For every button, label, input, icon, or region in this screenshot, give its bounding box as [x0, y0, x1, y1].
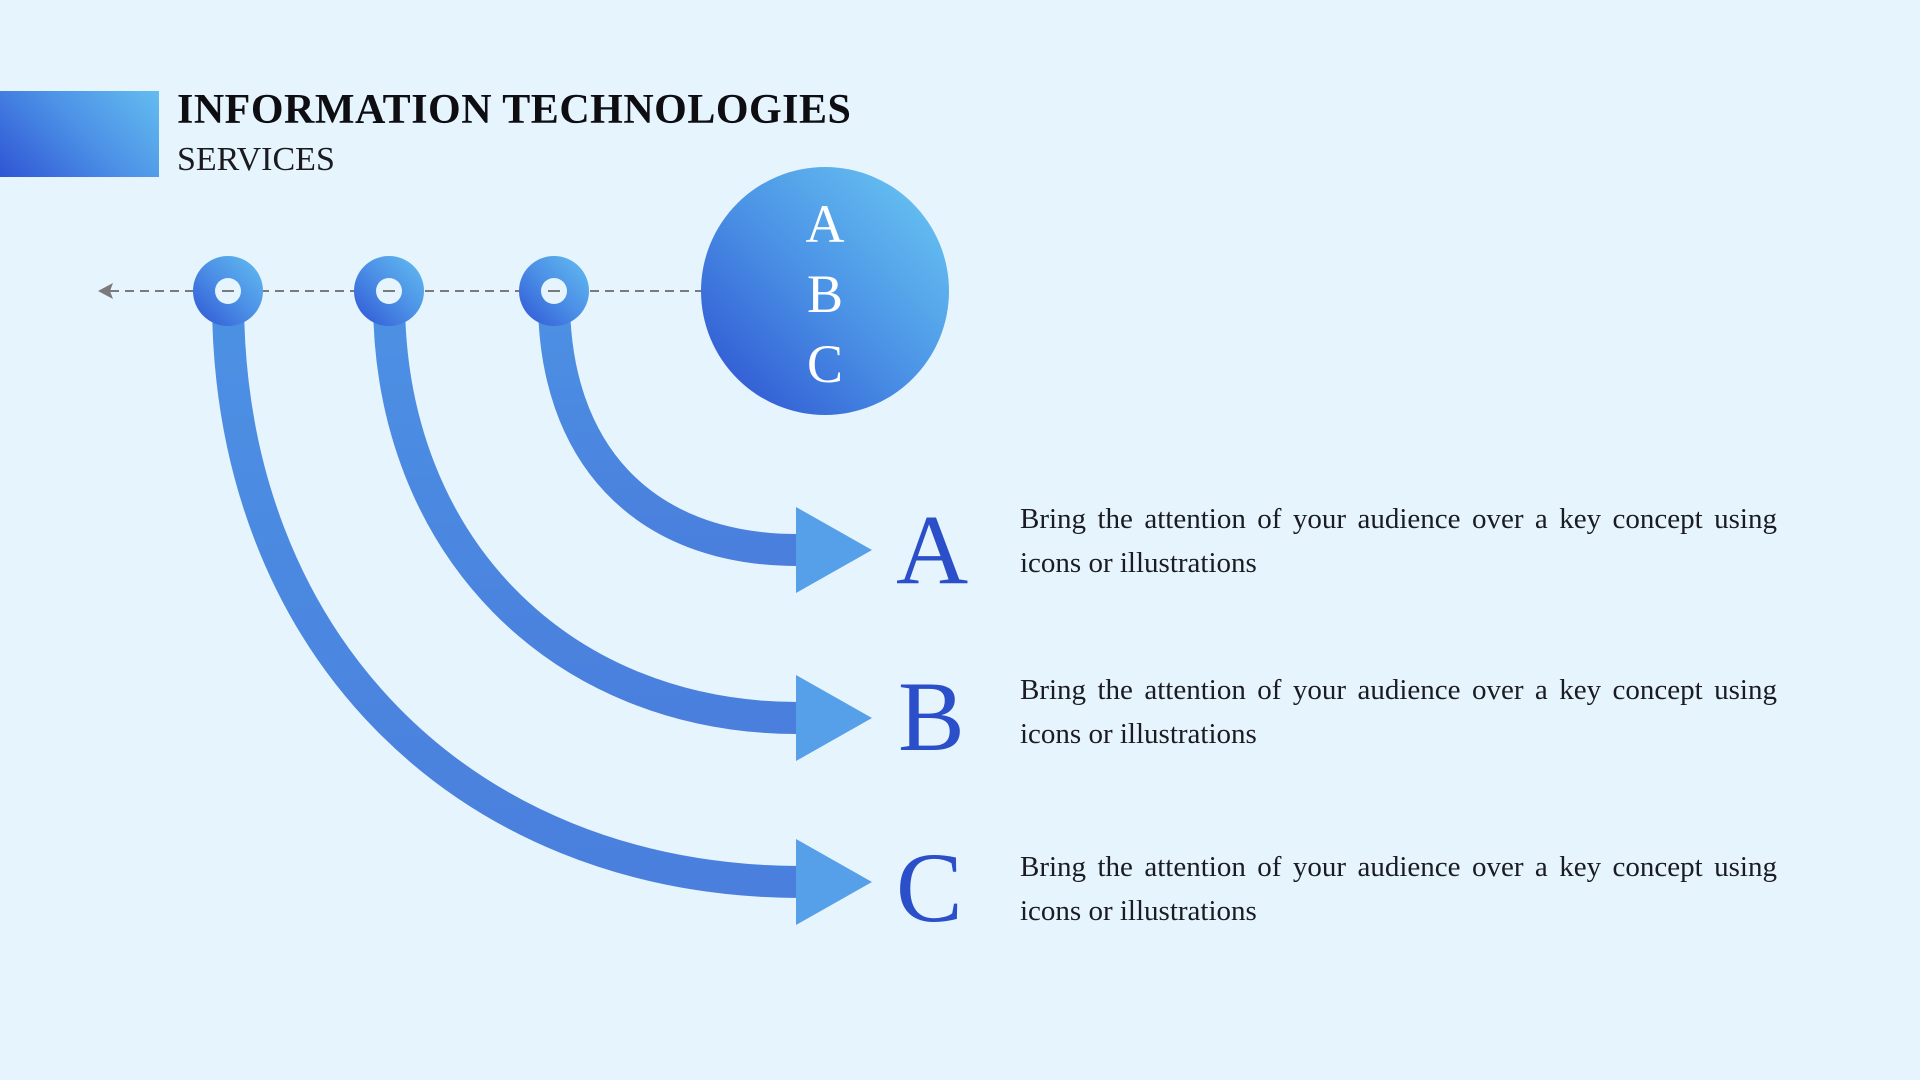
- hub-letter-a: A: [806, 194, 845, 254]
- item-letter-c: C: [896, 832, 963, 943]
- title-accent-bar: [0, 91, 159, 177]
- arrowhead-c-icon: [796, 839, 872, 925]
- item-letter-a: A: [896, 494, 969, 605]
- timeline-node-a: [519, 256, 589, 326]
- curved-arrow-b: [373, 299, 799, 734]
- hub-letter-b: B: [807, 264, 843, 324]
- curved-arrow-a: [538, 299, 799, 566]
- item-text-b: Bring the attention of your audience ove…: [1020, 674, 1777, 750]
- slide-subtitle: SERVICES: [177, 141, 335, 178]
- hub-circle: A B C: [701, 167, 949, 415]
- timeline-arrowhead-icon: [98, 283, 113, 299]
- arrowhead-b-icon: [796, 675, 872, 761]
- item-text-a: Bring the attention of your audience ove…: [1020, 503, 1777, 579]
- item-letter-b: B: [898, 661, 965, 772]
- timeline-node-c: [193, 256, 263, 326]
- curved-arrow-c: [212, 299, 799, 898]
- hub-letter-c: C: [807, 334, 843, 394]
- item-text-c: Bring the attention of your audience ove…: [1020, 851, 1777, 927]
- arrowhead-a-icon: [796, 507, 872, 593]
- timeline-node-b: [354, 256, 424, 326]
- slide-title: INFORMATION TECHNOLOGIES: [177, 87, 852, 133]
